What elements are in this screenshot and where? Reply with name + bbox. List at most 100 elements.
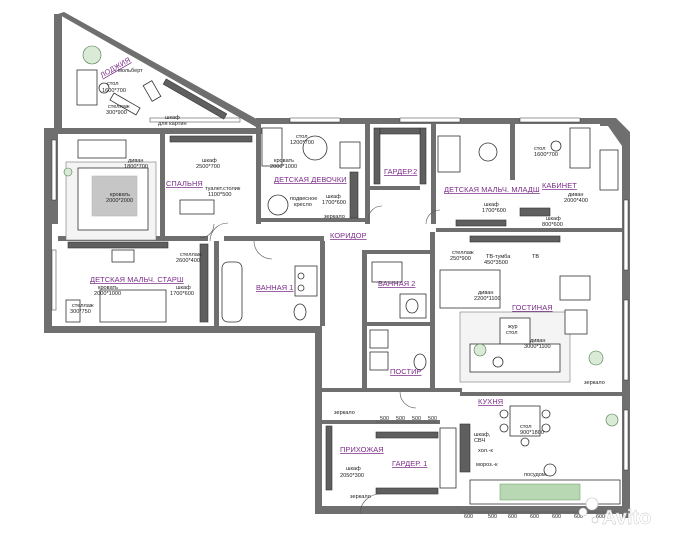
hanging-chair: [267, 194, 289, 216]
bedroom-sofa-note: диван: [128, 158, 144, 164]
paintings-cabinet-note-2: для картин: [158, 121, 187, 127]
boys-younger-room: ДЕТСКАЯ МАЛЬЧ. МЛАДШ шкаф 1700*600: [437, 135, 540, 227]
boys-o-bed-note: кровать: [98, 285, 118, 291]
cabinet-mw-note: шкаф,: [474, 432, 491, 438]
main-bed-size: 2000*2000: [106, 198, 133, 204]
bath-1-label: ВАННАЯ 1: [256, 283, 294, 292]
dishwasher-note: посудом.: [524, 472, 548, 478]
bedroom-wardrobe-size: 2500*700: [196, 164, 220, 170]
living-sofa2-size: 3000*1100: [524, 344, 551, 350]
bath-2: ВАННАЯ 2: [371, 261, 427, 319]
coffee-table-note: жур: [508, 324, 518, 330]
boys-y-wardrobe-note: шкаф: [484, 202, 499, 208]
boys-o-wardrobe-note: шкаф: [176, 285, 191, 291]
outer-walls: [44, 12, 630, 518]
cabinet-mw-note-2: СВЧ: [474, 438, 486, 444]
living-sofa2-note: диван: [530, 338, 546, 344]
boys-o-shelf: [67, 241, 169, 249]
girls-table-size: 1200*700: [290, 140, 314, 146]
boys-older-room: стеллаж 2600*400 ДЕТСКАЯ МАЛЬЧ. СТАРШ кр…: [65, 241, 209, 323]
loggia-shelf-size: 300*900: [106, 110, 127, 116]
kitchen: КУХНЯ стол 900*1800 шкаф, СВЧ хол.-к мор…: [459, 397, 621, 520]
living-shelf-size: 250*900: [450, 256, 471, 262]
boys-older-bed: [99, 289, 167, 323]
shower: [371, 261, 403, 283]
hall-wardrobe-size: 2050*300: [340, 473, 364, 479]
easel-note: мольберт: [118, 68, 143, 74]
kitchen-table-size: 900*1800: [520, 430, 544, 436]
study-wardrobe: [519, 207, 551, 217]
avito-watermark: Avito: [578, 497, 651, 529]
boys-younger-label: ДЕТСКАЯ МАЛЬЧ. МЛАДШ: [444, 185, 540, 194]
boys-o-shelf-note: стеллаж: [180, 252, 202, 258]
girls-bed: [261, 127, 283, 167]
plant-icon: [82, 45, 102, 65]
wardrobe-2: ГАРДЕР.2: [373, 127, 427, 185]
dresser-size: 1100*500: [208, 192, 232, 198]
kitchen-table: [509, 405, 541, 437]
main-bed: [77, 167, 149, 231]
boys-o-shelf-size: 2600*400: [176, 258, 200, 264]
bedroom-sofa: [77, 139, 127, 159]
hallway: 500 500 500 500 зеркало ПРИХОЖАЯ шкаф 20…: [325, 410, 438, 500]
girls-desk: [339, 141, 361, 169]
kitchen-dim-1: 600: [464, 514, 473, 520]
girls-room: стол 1200*700 кровать 2000*1000 ДЕТСКАЯ …: [261, 127, 361, 220]
hall-wardrobe: [325, 425, 333, 491]
corridor-label: КОРИДОР: [330, 231, 367, 240]
study-label: КАБИНЕТ: [542, 181, 577, 190]
laundry-label: ПОСТИР: [390, 367, 422, 376]
boys-o-bed-size: 2000*1000: [94, 291, 121, 297]
wardrobe-2-label: ГАРДЕР.2: [384, 167, 417, 176]
boys-older-label: ДЕТСКАЯ МАЛЬЧ. СТАРШ: [90, 275, 184, 284]
hall-dim-2: 500: [396, 416, 405, 422]
hanging-chair-note-2: кресло: [294, 202, 312, 208]
bath-2-label: ВАННАЯ 2: [378, 279, 416, 288]
loggia-table-note: стол: [107, 81, 119, 87]
study-sofa: [599, 149, 619, 191]
girls-wardrobe-size: 1700*600: [322, 200, 346, 206]
kitchen-dim-4: 600: [530, 514, 539, 520]
girls-rug: [302, 135, 328, 161]
doors: [199, 205, 441, 515]
boys-o-shelf2-note: стеллаж: [72, 303, 94, 309]
kitchen-label: КУХНЯ: [478, 397, 503, 406]
study-sofa-size: 2000*400: [564, 198, 588, 204]
loggia-table-size: 1600*700: [102, 88, 126, 94]
door-mirror-note: зеркало: [350, 494, 371, 500]
boys-o-wardrobe: [199, 243, 209, 323]
dresser-note: туалет.столик: [205, 186, 241, 192]
kitchen-table-note: стол: [520, 424, 532, 430]
living-shelf-note: стеллаж: [452, 250, 474, 256]
kitchen-dim-2: 500: [488, 514, 497, 520]
girls-bed-note: кровать: [274, 158, 294, 164]
girls-bed-size: 2000*1000: [270, 164, 297, 170]
wardrobe-1-label: ГАРДЕР. 1: [392, 459, 427, 468]
bedroom-wardrobe-note: шкаф: [202, 158, 217, 164]
study-wardrobe-size: 800*600: [542, 222, 563, 228]
tv-stand: [469, 235, 561, 243]
hall-dim-4: 500: [428, 416, 437, 422]
kitchen-dim-6: 600: [574, 514, 583, 520]
mirror-note: зеркало: [324, 214, 345, 220]
easel: [142, 80, 162, 102]
wardrobe-1: ГАРДЕР. 1: [375, 427, 457, 495]
study-desk: [569, 127, 591, 169]
living-room: стеллаж 250*900 ТВ-тумба 450*3500 ТВ див…: [439, 235, 605, 386]
dresser: [179, 199, 215, 215]
bedroom-label: СПАЛЬНЯ: [166, 179, 203, 188]
kitchen-dim-7: 600: [596, 514, 605, 520]
loggia: ЛОДЖИЯ стол 1600*700 мольберт стеллаж 30…: [76, 45, 228, 127]
bathtub: [221, 261, 243, 323]
boys-younger-bed: [437, 135, 461, 173]
girls-wardrobe-note: шкаф: [326, 194, 341, 200]
girls-wardrobe: [349, 171, 359, 219]
hall-dim-1: 500: [380, 416, 389, 422]
loggia-shelf-note: стеллаж: [108, 104, 130, 110]
windows: [51, 117, 629, 471]
bedroom: диван 1800*700 шкаф 2500*700 СПАЛЬНЯ кро…: [63, 135, 253, 241]
laundry: ПОСТИР: [369, 329, 427, 376]
loggia-desk: [76, 69, 98, 106]
avito-logo-text: Avito: [602, 507, 651, 529]
living-sofa-1: [439, 269, 501, 309]
